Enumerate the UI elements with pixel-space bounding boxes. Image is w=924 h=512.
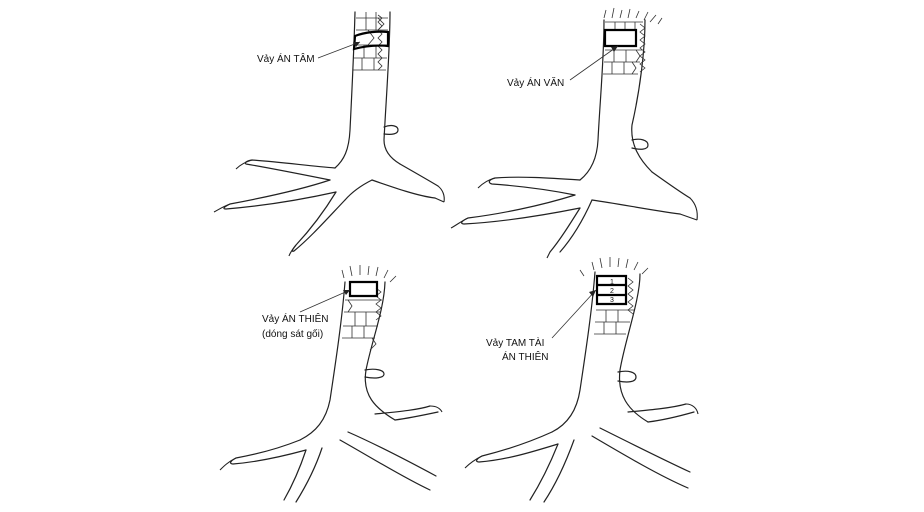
- label-an-tam: Vảy ÁN TÂM: [257, 52, 315, 65]
- panel-an-van: Vảy ÁN VĂN: [450, 7, 698, 259]
- scale-number-2: 2: [610, 288, 614, 295]
- label-an-van: Vảy ÁN VĂN: [507, 76, 564, 89]
- panel-tam-tai-an-thien: 1 2 3 Vảy TAM TÀI ÁN THIÊN: [464, 257, 699, 503]
- scale-number-3: 3: [610, 297, 614, 304]
- scale-number-1: 1: [610, 279, 614, 286]
- label-an-thien: Vảy ÁN THIÊN: [262, 312, 329, 325]
- label-an-thien-note: (dóng sát gối): [262, 328, 323, 340]
- panel-an-tam: Vảy ÁN TÂM: [213, 11, 445, 257]
- label-an-thien-2: ÁN THIÊN: [502, 350, 549, 363]
- panel-an-thien: Vảy ÁN THIÊN (dóng sát gối): [219, 265, 443, 503]
- label-tam-tai: Vảy TAM TÀI: [486, 336, 544, 349]
